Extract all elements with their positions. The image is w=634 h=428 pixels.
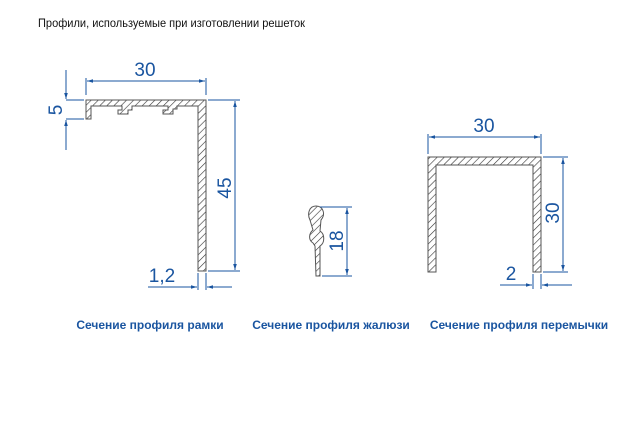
height-label: 18 (327, 230, 348, 251)
frame-section (85, 99, 207, 272)
louver-caption: Сечение профиля жалюзи (252, 318, 410, 332)
height-label: 45 (215, 177, 236, 198)
page-title: Профили, используемые при изготовлении р… (38, 16, 306, 30)
bridge-section (427, 156, 542, 273)
bridge-caption: Сечение профиля перемычки (430, 318, 608, 332)
thickness-label: 2 (506, 264, 517, 285)
frame-caption: Сечение профиля рамки (76, 318, 223, 332)
louver-profile: 18 Сечение профиля жалюзи (252, 205, 410, 332)
height-label: 30 (543, 202, 564, 223)
width-label: 30 (134, 60, 155, 81)
width-label: 30 (473, 116, 494, 137)
lip-label: 5 (46, 105, 67, 116)
louver-section (308, 205, 325, 277)
thickness-label: 1,2 (149, 266, 175, 287)
frame-profile: 30 5 45 1,2 Сечение профиля рамки (46, 60, 240, 332)
bridge-profile: 30 30 2 Сечение профиля перемычки (427, 116, 608, 332)
